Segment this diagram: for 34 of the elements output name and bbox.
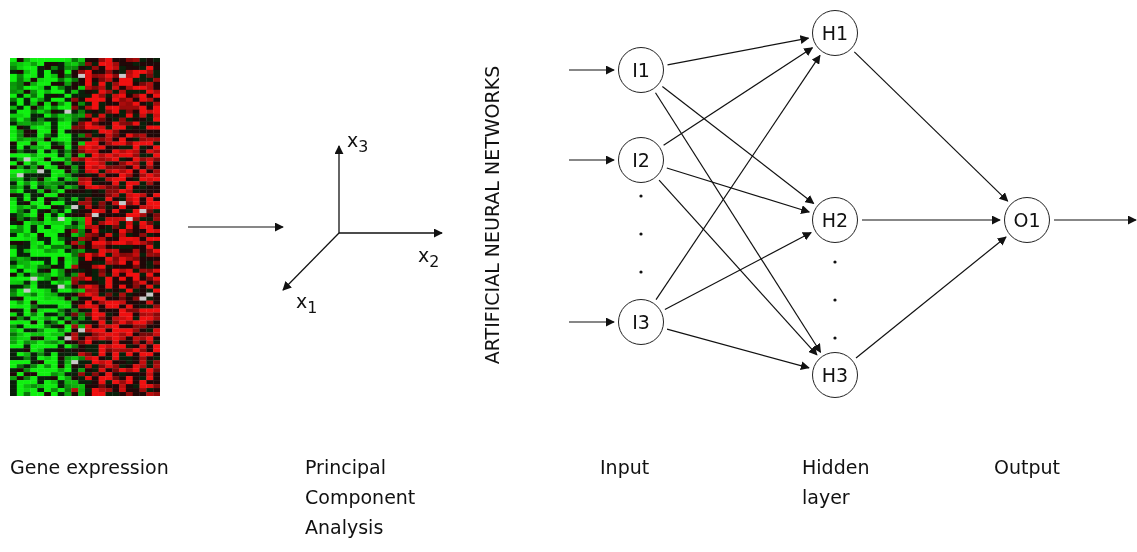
arrow	[663, 47, 814, 146]
column-caption: Gene expression	[10, 455, 170, 480]
arrow	[664, 231, 812, 311]
arrow	[1053, 215, 1137, 225]
arrow	[853, 51, 1009, 202]
arrow	[568, 65, 615, 75]
arrow	[654, 92, 822, 353]
arrow	[655, 54, 821, 301]
column-caption: Output	[994, 455, 1061, 480]
arrow	[658, 179, 818, 356]
arrow	[568, 155, 615, 165]
arrow	[666, 167, 811, 214]
arrow	[568, 317, 615, 327]
vertical-title: ARTIFICIAL NEURAL NETWORKS	[480, 64, 504, 367]
neuron-circle: O1	[1004, 197, 1050, 243]
neuron-circle: H2	[812, 197, 858, 243]
arrow	[666, 35, 810, 66]
arrow	[861, 215, 1001, 225]
neuron-circle: H1	[812, 10, 858, 56]
neuron-circle: H3	[812, 352, 858, 398]
arrow	[661, 85, 815, 205]
axis-label: x$_{2}$	[418, 243, 440, 273]
arrow	[666, 328, 810, 371]
neuron-circle: I2	[618, 137, 664, 183]
arrow	[187, 222, 284, 232]
axis-label: x$_{3}$	[347, 128, 369, 158]
axis-label: x$_{1}$	[296, 289, 318, 319]
column-caption: Input	[600, 455, 651, 480]
arrow	[855, 236, 1007, 359]
neuron-circle: I1	[618, 47, 664, 93]
column-caption: Principal Component Analysis	[305, 455, 417, 540]
column-caption: Hidden layer	[802, 455, 871, 510]
neuron-circle: I3	[618, 299, 664, 345]
picture	[10, 58, 160, 396]
